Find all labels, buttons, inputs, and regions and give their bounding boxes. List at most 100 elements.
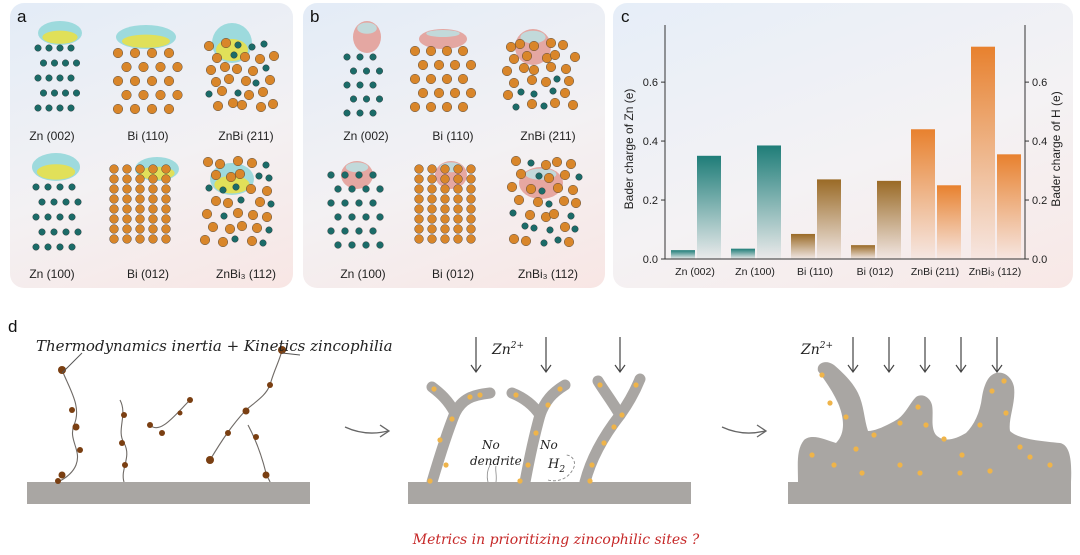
slab-label-zn-100: Zn (100) xyxy=(29,267,75,281)
atom xyxy=(427,214,437,224)
atom xyxy=(526,98,537,109)
panel-label-d: d xyxy=(8,317,18,336)
bar-left-5 xyxy=(971,46,995,259)
charge-depletion-isosurface xyxy=(357,22,377,34)
atom xyxy=(210,169,221,180)
zincophilic-seed xyxy=(147,422,153,428)
atom xyxy=(67,104,75,112)
atom xyxy=(34,104,42,112)
atom xyxy=(146,103,157,114)
atom xyxy=(427,204,437,214)
atom xyxy=(414,234,424,244)
zn-nucleus-dot xyxy=(601,440,607,446)
zincophilic-seed xyxy=(72,423,80,431)
atom xyxy=(453,214,463,224)
atom xyxy=(56,74,64,82)
atom xyxy=(527,159,535,167)
atom xyxy=(501,66,512,77)
atom xyxy=(341,171,349,179)
atom xyxy=(414,224,424,234)
atom xyxy=(453,204,463,214)
atom xyxy=(135,214,145,224)
atom xyxy=(427,234,437,244)
zincophilic-seed xyxy=(278,346,286,354)
atom xyxy=(512,103,520,111)
atom xyxy=(517,88,525,96)
atom xyxy=(334,185,342,193)
atom xyxy=(414,194,424,204)
atom xyxy=(554,236,562,244)
bar-right-1 xyxy=(757,145,781,259)
atom xyxy=(376,241,384,249)
panel-label-b: b xyxy=(310,7,320,26)
atom xyxy=(109,224,119,234)
panel-b-structures xyxy=(327,21,583,249)
atom xyxy=(56,104,64,112)
x-tick-label: Zn (002) xyxy=(675,266,715,278)
atom xyxy=(243,89,254,100)
zn-nucleus-dot xyxy=(477,392,483,398)
atom xyxy=(545,38,556,49)
atom xyxy=(425,73,436,84)
atom xyxy=(254,196,265,207)
bar-right-2 xyxy=(817,179,841,259)
atom xyxy=(109,194,119,204)
atom xyxy=(425,46,436,57)
atom xyxy=(508,233,519,244)
atom xyxy=(440,234,450,244)
atom xyxy=(50,228,58,236)
atom xyxy=(62,228,70,236)
atom xyxy=(205,184,213,192)
atom xyxy=(362,185,370,193)
slab-label-zn-002: Zn (002) xyxy=(29,129,75,143)
atom xyxy=(45,44,53,52)
atom xyxy=(355,199,363,207)
atom xyxy=(509,209,517,217)
atom xyxy=(409,46,420,57)
x-tick-label: ZnBi₃ (112) xyxy=(969,266,1022,278)
atom xyxy=(549,50,560,61)
atom xyxy=(122,194,132,204)
h2-suppression-arrow xyxy=(547,454,575,482)
atom xyxy=(546,226,554,234)
atom xyxy=(414,164,424,174)
stage-arrow-2-head xyxy=(756,424,768,438)
atom xyxy=(551,156,562,167)
bar-left-1 xyxy=(731,248,755,259)
zn-nucleus-dot xyxy=(589,462,595,468)
atom xyxy=(62,89,70,97)
atom xyxy=(161,214,171,224)
atom xyxy=(51,59,59,67)
atom xyxy=(212,100,223,111)
atom xyxy=(148,164,158,174)
charge-accumulation-isosurface xyxy=(122,34,170,48)
atom xyxy=(356,53,364,61)
ion-label-mid: Zn2+ xyxy=(491,341,524,358)
zn-nucleus-dot xyxy=(819,372,825,378)
panel-a-structures xyxy=(32,21,280,251)
zn-nucleus-dot xyxy=(871,432,877,438)
atom xyxy=(68,183,76,191)
atom xyxy=(232,155,243,166)
zn-nucleus-dot xyxy=(513,392,519,398)
zn-nucleus-dot xyxy=(897,462,903,468)
atom xyxy=(202,156,213,167)
atom xyxy=(129,75,140,86)
atom xyxy=(138,62,149,73)
zincophilic-seed xyxy=(267,382,273,388)
atom xyxy=(73,59,81,67)
atom xyxy=(433,87,444,98)
atom xyxy=(240,75,251,86)
atom xyxy=(552,182,563,193)
panel-d-deposition-schematic: Thermodynamics inertia + Kinetics zincop… xyxy=(27,337,1072,548)
no-h2-label-2: H2 xyxy=(547,457,565,475)
atom xyxy=(234,168,245,179)
y-tick-label-left: 0.0 xyxy=(643,254,658,266)
atom xyxy=(112,103,123,114)
zincophilic-seed xyxy=(69,407,75,413)
atom xyxy=(553,75,561,83)
no-dendrite-label-1: No xyxy=(481,438,500,452)
atom xyxy=(409,101,420,112)
atom xyxy=(465,60,476,71)
slab-label-bi-012: Bi (012) xyxy=(431,267,475,281)
